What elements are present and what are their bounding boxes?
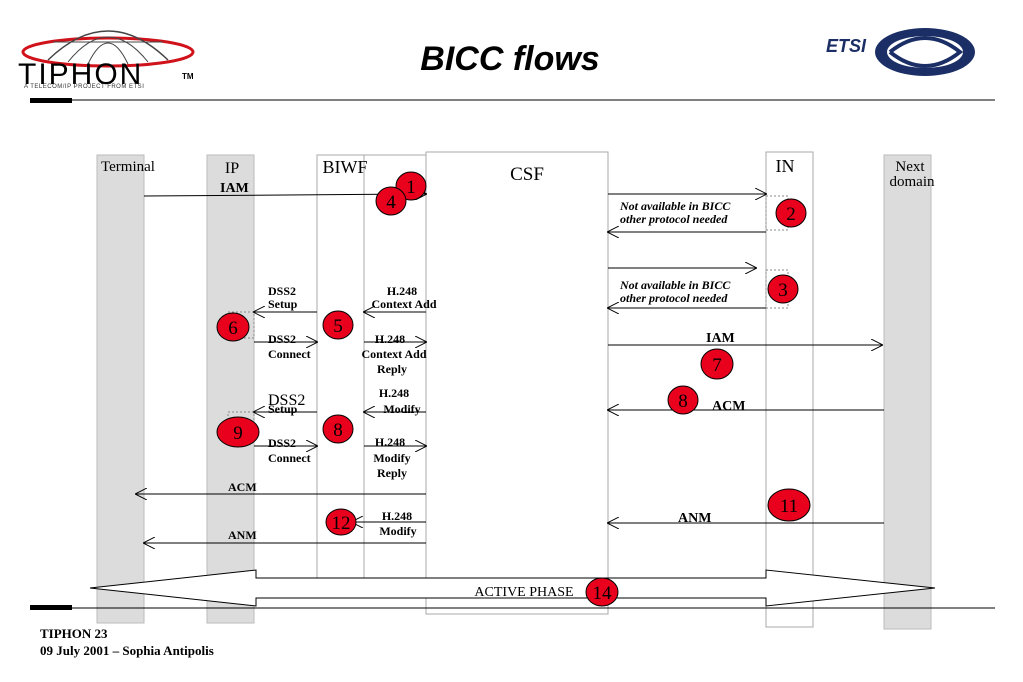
page-title: BICC flows	[420, 40, 600, 78]
step-marker-7: 7	[700, 348, 734, 380]
step-marker-8: 8	[667, 385, 699, 415]
na1-line1: Not available in BICC	[619, 199, 731, 213]
dss2-connect-2b: Connect	[268, 451, 311, 465]
h248-modify-2a: H.248	[382, 509, 412, 523]
h248-ctx-add-a: H.248	[387, 284, 417, 298]
h248-modify-reply-c: Reply	[377, 466, 407, 480]
dss2-connect-1a: DSS2	[268, 332, 296, 346]
h248-modify-1b: Modify	[383, 402, 420, 416]
anm-label-1: ANM	[678, 511, 711, 526]
svg-text:8: 8	[678, 391, 688, 412]
step-marker-14: 14	[585, 577, 619, 607]
dss2-setup-1b: Setup	[268, 297, 298, 311]
h248-ctx-reply-b: Context Add	[361, 347, 426, 361]
h248-modify-reply-a: H.248	[375, 435, 405, 449]
step-marker-11: 11	[767, 488, 811, 522]
svg-text:1: 1	[406, 177, 416, 198]
step-marker-4: 4	[375, 186, 407, 216]
tiphon-globe-icon	[21, 30, 195, 68]
svg-text:9: 9	[233, 423, 243, 444]
anm-label-2: ANM	[228, 528, 257, 542]
next-domain-label-2: domain	[890, 174, 935, 190]
dss2-connect-2a: DSS2	[268, 436, 296, 450]
svg-text:6: 6	[228, 318, 238, 339]
na2-line2: other protocol needed	[620, 291, 728, 305]
ip-label: IP	[225, 160, 239, 177]
tiphon-subtitle: A TELECOM/IP PROJECT FROM ETSI	[24, 84, 145, 90]
next-domain-lane	[883, 154, 932, 630]
dss2-setup-2b: Setup	[268, 402, 298, 416]
na2-line1: Not available in BICC	[619, 278, 731, 292]
dss2-connect-1b: Connect	[268, 347, 311, 361]
step-marker-6: 6	[216, 312, 250, 342]
svg-text:12: 12	[332, 513, 351, 534]
svg-text:5: 5	[333, 316, 343, 337]
h248-modify-2b: Modify	[379, 524, 416, 538]
footer-rule-block	[30, 605, 72, 610]
dss2-setup-1a: DSS2	[268, 284, 296, 298]
svg-text:11: 11	[780, 496, 798, 517]
svg-text:8: 8	[333, 420, 343, 441]
svg-text:3: 3	[778, 280, 788, 301]
terminal-label: Terminal	[101, 159, 155, 175]
csf-label: CSF	[510, 164, 544, 185]
step-marker-10: 9	[216, 416, 260, 448]
acm-label-2: ACM	[228, 480, 257, 494]
footer-line-1: TIPHON 23	[40, 626, 108, 641]
h248-modify-1a: H.248	[379, 386, 409, 400]
step-marker-2: 2	[775, 198, 807, 228]
step-marker-9: 8	[322, 414, 354, 444]
svg-text:2: 2	[786, 204, 796, 225]
header-rule-block	[30, 98, 72, 103]
in-label: IN	[776, 156, 795, 176]
in-lane	[765, 151, 814, 628]
biwf-label: BIWF	[323, 157, 368, 177]
biwf-lane-left	[316, 154, 365, 579]
terminal-lane	[96, 154, 145, 624]
step-marker-12: 12	[325, 508, 357, 536]
step-marker-5: 5	[322, 310, 354, 340]
active-phase-label: ACTIVE PHASE	[474, 585, 573, 600]
etsi-swirl-icon	[875, 28, 975, 76]
h248-modify-reply-b: Modify	[373, 451, 410, 465]
next-domain-label-1: Next	[895, 159, 925, 175]
dss2-setup-2a: DSS2	[268, 392, 305, 409]
iam-label-2: IAM	[706, 331, 735, 346]
h248-ctx-add-b: Context Add	[371, 297, 436, 311]
h248-ctx-reply-a: H.248	[375, 332, 405, 346]
svg-text:14: 14	[593, 583, 613, 604]
na1-line2: other protocol needed	[620, 212, 728, 226]
biwf-lane-right	[363, 154, 427, 579]
svg-text:7: 7	[712, 355, 722, 376]
ip-lane	[206, 154, 255, 624]
etsi-wordmark: ETSI	[826, 36, 867, 56]
acm-label-1: ACM	[712, 399, 745, 414]
iam-label-1: IAM	[220, 181, 249, 196]
tiphon-trademark: TM	[182, 72, 194, 81]
step-marker-3: 3	[767, 274, 799, 304]
csf-lane	[425, 151, 609, 615]
h248-ctx-reply-c: Reply	[377, 362, 407, 376]
active-phase-arrow	[89, 569, 936, 607]
svg-text:4: 4	[386, 192, 396, 213]
footer-line-2: 09 July 2001 – Sophia Antipolis	[40, 643, 214, 658]
tiphon-wordmark: TIPHON	[18, 58, 144, 91]
